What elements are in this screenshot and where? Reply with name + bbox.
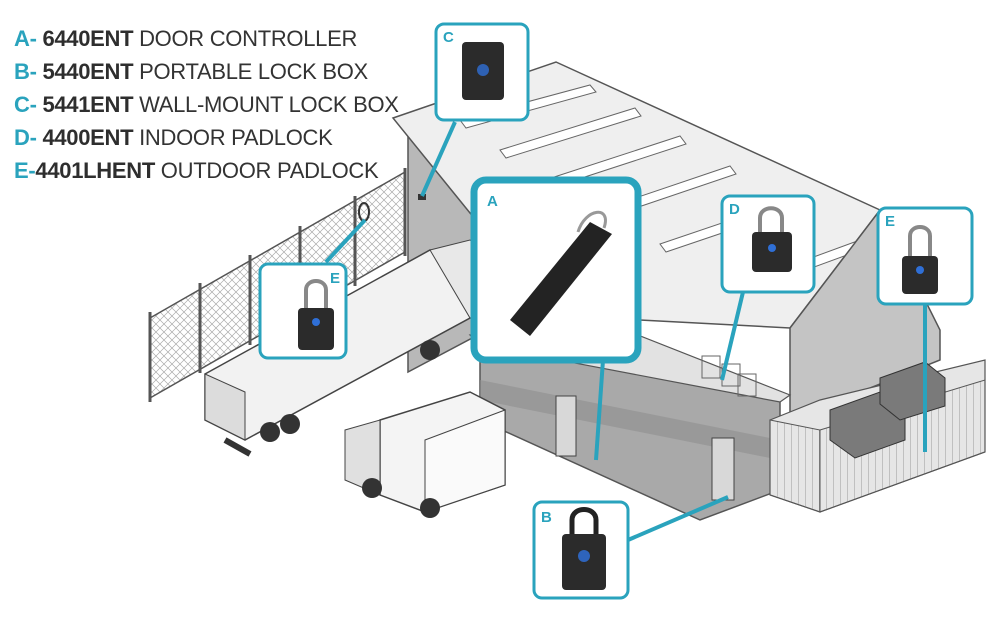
callout-e-fence: E — [258, 262, 348, 360]
wall-mounted-lockbox — [418, 194, 426, 200]
callout-d: D — [720, 194, 816, 294]
legend-item: B- 5440ENT PORTABLE LOCK BOX — [14, 59, 368, 84]
legend-item: E-4401LHENT OUTDOOR PADLOCK — [14, 158, 379, 183]
front-door — [555, 395, 577, 457]
callout-b: B — [532, 500, 630, 600]
callout-a: A — [470, 176, 642, 364]
box-truck — [344, 391, 506, 518]
callout-e-fence-letter: E — [330, 270, 340, 287]
callout-b-letter: B — [541, 509, 552, 526]
callout-a-letter: A — [487, 193, 498, 210]
dumpster-enclosure — [769, 359, 986, 513]
product-legend: A- 6440ENT DOOR CONTROLLER B- 5440ENT PO… — [14, 22, 399, 187]
callout-e-right-letter: E — [885, 213, 895, 230]
callout-e-right: E — [876, 206, 974, 306]
callout-c: C — [434, 22, 530, 122]
callout-d-letter: D — [729, 201, 740, 218]
legend-item: D- 4400ENT INDOOR PADLOCK — [14, 125, 333, 150]
stacked-carts — [701, 355, 757, 397]
legend-item: A- 6440ENT DOOR CONTROLLER — [14, 26, 358, 51]
callout-leaders — [324, 121, 927, 542]
callout-c-letter: C — [443, 29, 454, 46]
side-door — [711, 437, 735, 501]
legend-item: C- 5441ENT WALL-MOUNT LOCK BOX — [14, 92, 399, 117]
